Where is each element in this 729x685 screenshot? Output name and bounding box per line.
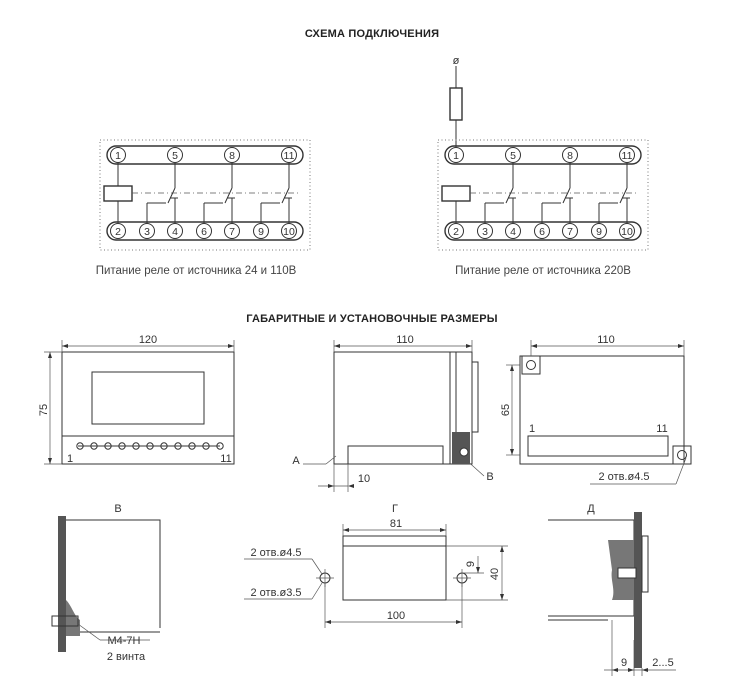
- terminal-circle: [619, 147, 635, 163]
- terminal-label: 6: [539, 226, 545, 238]
- front-terminal-last: 11: [220, 453, 231, 465]
- terminal-circle: [534, 223, 550, 239]
- back-height-dim: 65: [500, 404, 512, 416]
- terminal-label: 9: [596, 226, 602, 238]
- terminal-label: 11: [622, 150, 633, 162]
- detail-v-title: В: [114, 503, 121, 515]
- terminal-label: 8: [229, 150, 235, 162]
- detail-v: В М4-7Н 2 винта: [51, 503, 161, 663]
- terminal-circle: [167, 147, 183, 163]
- terminal-circle: [619, 223, 635, 239]
- terminal-label: 8: [567, 150, 573, 162]
- terminal-circle: [281, 147, 297, 163]
- detail-v-screw-count: 2 винта: [107, 651, 146, 663]
- side-width-dim: 110: [396, 334, 414, 346]
- back-width-dim: 110: [597, 334, 615, 346]
- terminal-label: 7: [229, 226, 235, 238]
- relay-coil: [441, 185, 471, 202]
- bottom-terminals-left: 2 3 4 6 7 9 10: [110, 223, 297, 239]
- terminal-label: 4: [510, 226, 516, 238]
- terminal-label: 2: [453, 226, 459, 238]
- terminal-label: 10: [283, 226, 295, 238]
- wiring-heading: СХЕМА ПОДКЛЮЧЕНИЯ: [305, 28, 439, 40]
- back-terminal-last: 11: [656, 423, 667, 435]
- side-view: 110 10 А В: [292, 334, 494, 492]
- detail-g: Г 81 100 40 9 2 отв.ø4.5: [244, 503, 508, 628]
- back-terminal-first: 1: [529, 423, 535, 435]
- terminal-circle: [196, 223, 212, 239]
- terminal-circle: [224, 223, 240, 239]
- terminal-circle: [281, 223, 297, 239]
- label-a: А: [292, 455, 300, 467]
- terminal-circle: [562, 223, 578, 239]
- detail-v-screw: М4-7Н: [107, 635, 140, 647]
- terminal-label: 2: [115, 226, 121, 238]
- bottom-terminals-right: 2 3 4 6 7 9 10: [448, 223, 635, 239]
- dimensions-heading: ГАБАРИТНЫЕ И УСТАНОВОЧНЫЕ РАЗМЕРЫ: [246, 313, 497, 325]
- terminal-circle: [505, 147, 521, 163]
- side-offset-dim: 10: [358, 473, 370, 485]
- right-wiring-caption: Питание реле от источника 220В: [455, 265, 631, 277]
- relay-coil: [103, 185, 133, 202]
- left-wiring-caption: Питание реле от источника 24 и 110В: [96, 265, 297, 277]
- top-terminals-right: 1 5 8 11: [448, 147, 635, 163]
- front-view: 1 11 120 75: [38, 334, 235, 465]
- terminal-circle: [167, 223, 183, 239]
- terminal-label: 5: [172, 150, 178, 162]
- detail-d: Д 9 2...5: [548, 503, 676, 676]
- terminal-circle: [505, 223, 521, 239]
- detail-d-dim-a: 9: [621, 657, 627, 669]
- terminal-label: 6: [201, 226, 207, 238]
- mounting-hole: [526, 360, 536, 370]
- front-terminal-first: 1: [67, 453, 73, 465]
- front-terminal-row: [76, 442, 224, 450]
- supply-resistor: [449, 87, 463, 121]
- detail-g-title: Г: [392, 503, 398, 515]
- terminal-label: 4: [172, 226, 178, 238]
- terminal-label: 1: [115, 150, 121, 162]
- wiring-diagram-left: 1 5 8 11 2 3 4 6 7 9 10: [96, 139, 311, 277]
- terminal-label: 3: [144, 226, 150, 238]
- terminal-label: 7: [567, 226, 573, 238]
- terminal-circle: [477, 223, 493, 239]
- terminal-label: 5: [510, 150, 516, 162]
- back-holes-label: 2 отв.ø4.5: [599, 471, 650, 483]
- detail-g-small-dim: 9: [465, 561, 477, 567]
- detail-d-dim-b: 2...5: [652, 657, 673, 669]
- terminal-circle: [591, 223, 607, 239]
- terminal-circle: [562, 147, 578, 163]
- terminal-label: 10: [621, 226, 633, 238]
- front-window: [91, 371, 205, 425]
- detail-g-holes-small: 2 отв.ø3.5: [251, 587, 302, 599]
- back-view: 1 11 110 65 2 отв.ø4.5: [500, 334, 692, 485]
- label-b: В: [486, 471, 493, 483]
- terminal-circle: [253, 223, 269, 239]
- terminal-circle: [448, 147, 464, 163]
- mounting-hole: [677, 450, 687, 460]
- terminal-label: 11: [284, 150, 295, 162]
- detail-g-height-dim: 40: [489, 568, 501, 580]
- detail-d-title: Д: [587, 503, 595, 515]
- terminal-circle: [110, 147, 126, 163]
- contact-groups-left: [146, 163, 292, 223]
- terminal-label: 1: [453, 150, 459, 162]
- detail-g-bottom-dim: 100: [387, 610, 405, 622]
- terminal-circle: [448, 223, 464, 239]
- wiring-diagram-right: ø 1 5 8 11 2 3 4 6 7: [437, 55, 649, 277]
- detail-g-top-dim: 81: [390, 518, 402, 530]
- contact-groups-right: [484, 163, 630, 223]
- supply-symbol: ø: [453, 55, 460, 67]
- terminal-circle: [224, 147, 240, 163]
- detail-g-holes-large: 2 отв.ø4.5: [251, 547, 302, 559]
- terminal-label: 3: [482, 226, 488, 238]
- front-width-dim: 120: [139, 334, 157, 346]
- terminal-label: 9: [258, 226, 264, 238]
- front-height-dim: 75: [38, 404, 50, 416]
- terminal-circle: [139, 223, 155, 239]
- din-clip: [452, 432, 470, 464]
- terminal-circle: [110, 223, 126, 239]
- top-terminals-left: 1 5 8 11: [110, 147, 297, 163]
